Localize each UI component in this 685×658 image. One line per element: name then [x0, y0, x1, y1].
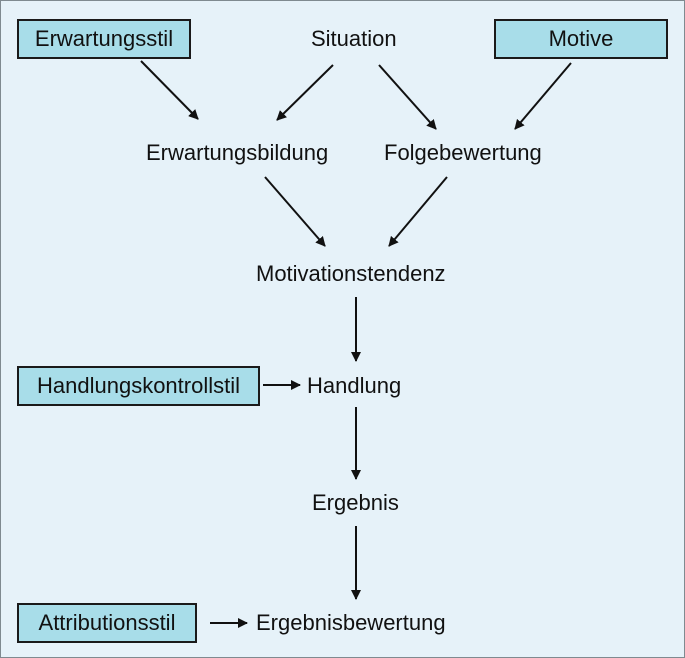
node-motivationstendenz: Motivationstendenz: [256, 261, 446, 286]
arrow-motive-to-folgebewertung: [514, 62, 572, 130]
arrow-erwartungsbildung-to-motivationstendenz: [264, 176, 326, 247]
node-ergebnisbewertung: Ergebnisbewertung: [256, 610, 446, 635]
node-ergebnis: Ergebnis: [312, 490, 399, 515]
node-folgebewertung: Folgebewertung: [384, 140, 542, 165]
box-handlungskontrollstil: Handlungskontrollstil: [17, 366, 260, 406]
box-erwartungsstil: Erwartungsstil: [17, 19, 191, 59]
arrow-situation-to-folgebewertung: [378, 64, 437, 130]
arrow-situation-to-erwartungsbildung: [276, 64, 334, 121]
node-handlung: Handlung: [307, 373, 402, 398]
arrow-erwartungsstil-to-erwartungsbildung: [140, 60, 199, 120]
box-attributionsstil: Attributionsstil: [17, 603, 197, 643]
node-erwartungsbildung: Erwartungsbildung: [146, 140, 329, 165]
node-situation: Situation: [311, 26, 397, 51]
arrow-folgebewertung-to-motivationstendenz: [388, 176, 448, 247]
box-motive: Motive: [494, 19, 668, 59]
